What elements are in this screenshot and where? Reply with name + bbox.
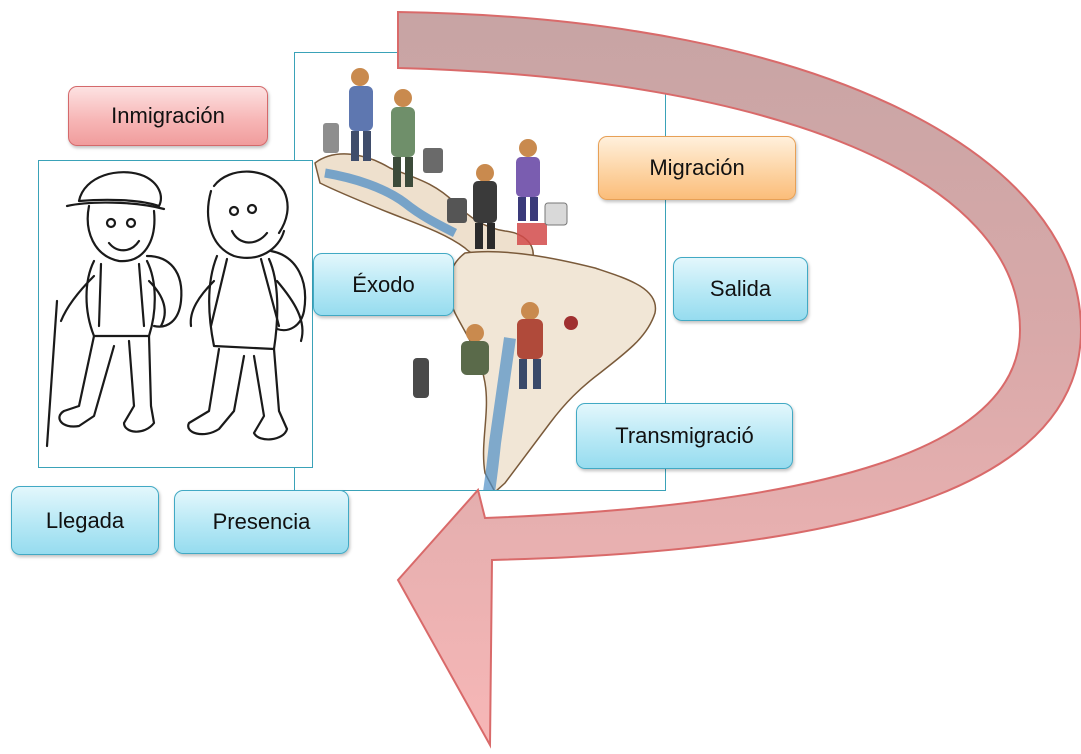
concept-inmigracion: Inmigración [68, 86, 268, 146]
two-hikers-drawing [45, 170, 307, 448]
concept-exodo: Éxodo [313, 253, 454, 316]
migrant-figures [323, 68, 578, 398]
concept-salida: Salida [673, 257, 808, 321]
concept-presencia: Presencia [174, 490, 349, 554]
migrants-map-illustration [294, 52, 666, 491]
concept-transmigracion: Transmigració [576, 403, 793, 469]
concept-transmigracion-label: Transmigració [615, 423, 754, 448]
concept-presencia-label: Presencia [212, 509, 311, 534]
concept-llegada-label: Llegada [45, 507, 125, 533]
concept-exodo-label: Éxodo [352, 271, 415, 297]
americas-map-image [314, 68, 657, 490]
concept-migracion-label: Migración [649, 155, 745, 180]
concept-llegada: Llegada [11, 486, 159, 555]
concept-inmigracion-label: Inmigración [111, 103, 225, 128]
hikers-illustration [38, 160, 313, 468]
concept-migracion: Migración [598, 136, 796, 200]
concept-salida-label: Salida [709, 276, 772, 301]
